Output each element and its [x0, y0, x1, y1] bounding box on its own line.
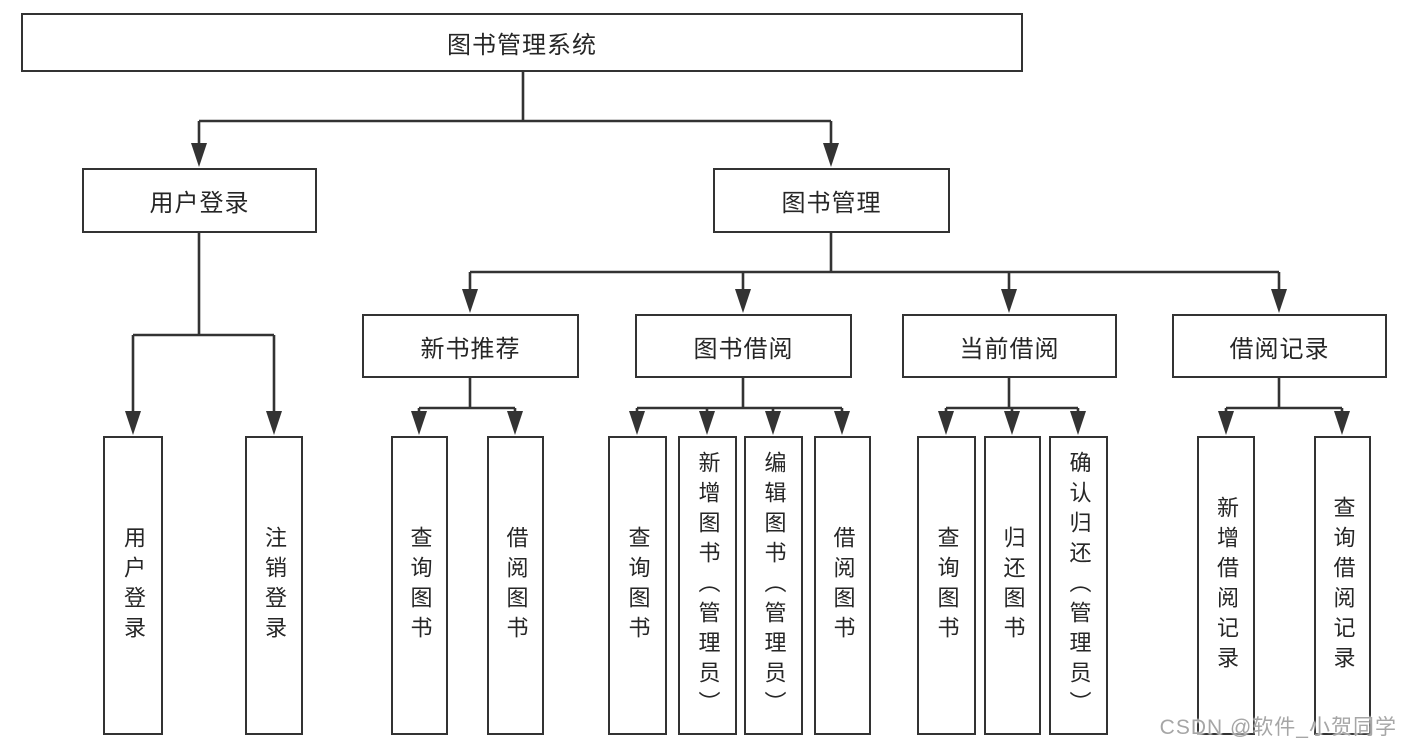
node-book-borrowing: 图书借阅	[635, 314, 852, 378]
node-edit-books-admin-label: 编辑图书（管理员）	[761, 450, 787, 721]
node-borrow-books-recommend: 借阅图书	[487, 436, 544, 735]
node-add-borrow-record: 新增借阅记录	[1197, 436, 1255, 735]
node-borrow-books-label: 借阅图书	[830, 525, 856, 646]
node-query-books-recommend: 查询图书	[391, 436, 448, 735]
node-query-books-borrowing: 查询图书	[608, 436, 667, 735]
node-new-book-recommend: 新书推荐	[362, 314, 579, 378]
connector-user-login-children	[131, 233, 276, 413]
arrowheads	[125, 143, 1350, 435]
node-query-borrow-record-label: 查询借阅记录	[1330, 495, 1356, 676]
node-confirm-return-admin-label: 确认归还（管理员）	[1066, 450, 1092, 721]
node-current-borrowing: 当前借阅	[902, 314, 1117, 378]
node-user-login-module: 用户登录	[82, 168, 317, 233]
node-add-books-admin-label: 新增图书（管理员）	[695, 450, 721, 721]
node-query-books-current-label: 查询图书	[934, 525, 960, 646]
node-add-books-admin: 新增图书（管理员）	[678, 436, 737, 735]
node-query-borrow-record: 查询借阅记录	[1314, 436, 1371, 735]
node-return-books: 归还图书	[984, 436, 1041, 735]
node-borrow-books: 借阅图书	[814, 436, 871, 735]
node-borrow-books-recommend-label: 借阅图书	[503, 525, 529, 646]
node-logout: 注销登录	[245, 436, 303, 735]
node-user-login-leaf-label: 用户登录	[121, 525, 146, 646]
connector-book-borrowing-children	[635, 378, 844, 414]
connector-current-borrowing-children	[944, 378, 1080, 414]
node-user-login-leaf: 用户登录	[103, 436, 163, 735]
node-logout-label: 注销登录	[262, 525, 287, 646]
node-edit-books-admin: 编辑图书（管理员）	[744, 436, 803, 735]
node-query-books-recommend-label: 查询图书	[407, 525, 433, 646]
node-return-books-label: 归还图书	[1000, 525, 1026, 646]
connector-book-management-children	[468, 233, 1281, 292]
node-borrowing-records: 借阅记录	[1172, 314, 1387, 378]
node-confirm-return-admin: 确认归还（管理员）	[1049, 436, 1108, 735]
node-library-system: 图书管理系统	[21, 13, 1023, 72]
node-add-borrow-record-label: 新增借阅记录	[1214, 495, 1239, 676]
csdn-watermark: CSDN @软件_小贺同学	[1159, 716, 1397, 739]
node-query-books-current: 查询图书	[917, 436, 976, 735]
connector-new-book-children	[417, 378, 517, 414]
connector-root-to-level2	[197, 72, 833, 147]
node-query-books-borrowing-label: 查询图书	[625, 525, 651, 646]
node-book-management-module: 图书管理	[713, 168, 950, 233]
connector-borrowing-records-children	[1224, 378, 1344, 414]
